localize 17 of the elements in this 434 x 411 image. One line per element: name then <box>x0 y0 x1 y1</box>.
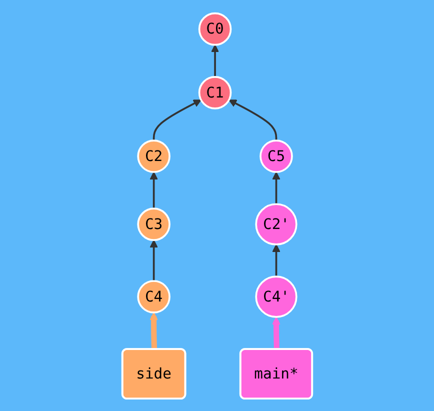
arrow <box>210 44 219 76</box>
node-circle: C1 <box>198 76 232 109</box>
node-circle: C4' <box>254 275 298 318</box>
arrow <box>272 316 280 350</box>
node-circle: C5 <box>259 139 293 172</box>
arrow <box>150 239 158 281</box>
node-circle: C4 <box>136 280 170 313</box>
node-circle: C0 <box>198 12 232 46</box>
node-circle: C2 <box>136 139 170 172</box>
arrow <box>272 244 280 276</box>
arrow <box>152 99 202 140</box>
node-circle: C2' <box>254 202 298 245</box>
arrow <box>150 171 158 208</box>
arrow <box>150 312 158 350</box>
arrow <box>228 99 277 140</box>
arrow <box>272 171 280 204</box>
node-circle: C3 <box>136 207 170 240</box>
